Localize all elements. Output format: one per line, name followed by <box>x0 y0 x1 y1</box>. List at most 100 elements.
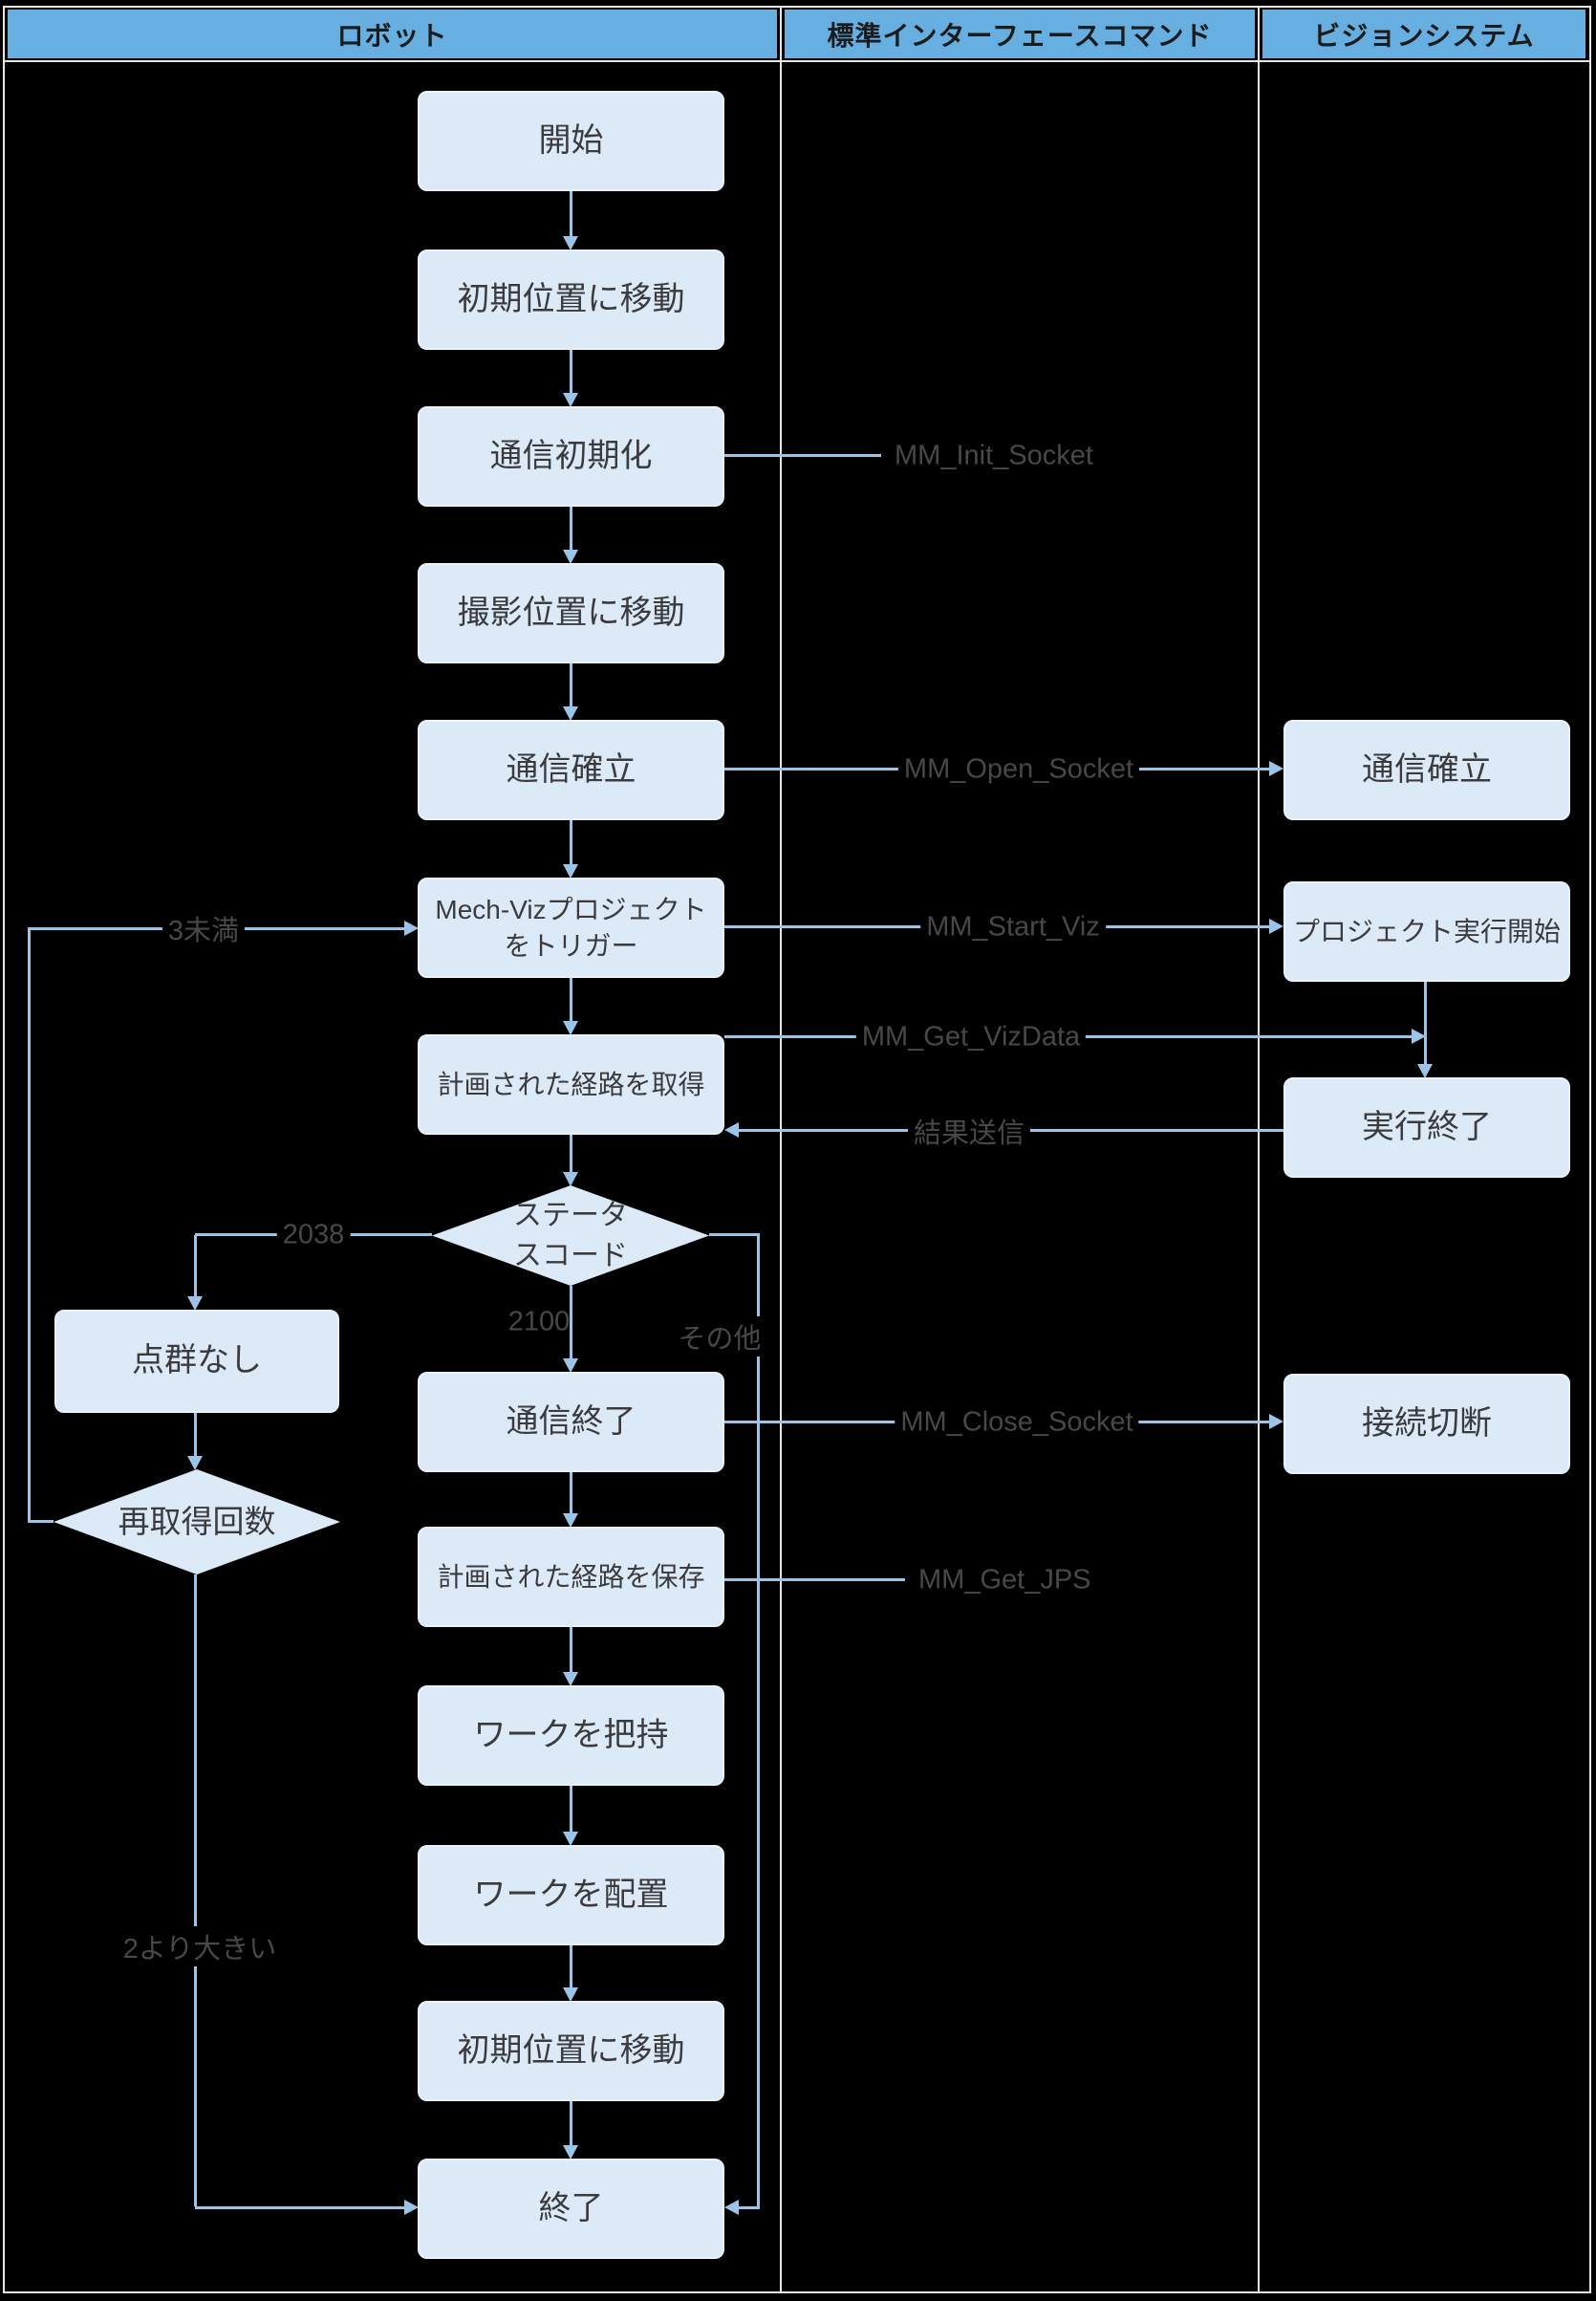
node-vision-execution-end-label: 実行終了 <box>1362 1108 1492 1145</box>
node-move-to-initial-position: 初期位置に移動 <box>418 250 724 350</box>
node-move-initial-label: 初期位置に移動 <box>457 280 685 317</box>
connector-other-to-end <box>738 2206 760 2209</box>
node-no-pointcloud: 点群なし <box>54 1310 339 1413</box>
node-status-label-line2: スコード <box>513 1239 628 1271</box>
node-vision-disconnect: 接続切断 <box>1283 1374 1570 1474</box>
node-trigger-mechviz-project: Mech-Vizプロジェクト をトリガー <box>418 878 724 978</box>
connector-loop-up <box>28 927 31 1522</box>
arrowhead-right-trigger <box>404 921 419 936</box>
node-grasp-workpiece: ワークを把持 <box>418 1685 724 1786</box>
node-close-communication: 通信終了 <box>418 1372 724 1472</box>
arrowhead-down-8 <box>563 1358 578 1373</box>
connector-retry-down <box>194 1574 197 2206</box>
connector-mm-get-jps <box>724 1578 905 1581</box>
connector-status-other-horizontal <box>709 1233 760 1236</box>
node-move-to-capture-position: 撮影位置に移動 <box>418 563 724 663</box>
connector-projectstart-to-executionend <box>1424 982 1427 1064</box>
arrowhead-right-open-socket <box>1269 761 1283 776</box>
connector-move2-to-end <box>570 2101 572 2145</box>
connector-other-down <box>757 1233 760 2206</box>
node-vision-establish-communication: 通信確立 <box>1283 720 1570 820</box>
connector-start-to-move <box>570 191 572 236</box>
node-end: 終了 <box>418 2159 724 2259</box>
connector-capture-to-establish <box>570 663 572 706</box>
arrowhead-left-send-result <box>724 1122 739 1138</box>
node-get-path-label: 計画された経路を取得 <box>437 1069 705 1099</box>
node-vision-project-start: プロジェクト実行開始 <box>1283 881 1570 982</box>
connector-move-to-initcomm <box>570 350 572 393</box>
lane-header-robot-label: ロボット <box>336 20 448 51</box>
arrowhead-down-12 <box>563 1987 578 2002</box>
connector-getpath-to-status <box>570 1135 572 1172</box>
connector-retry-left <box>28 1520 54 1523</box>
node-save-path-label: 計画された経路を保存 <box>437 1561 705 1592</box>
node-retry-count-label: 再取得回数 <box>118 1503 276 1539</box>
arrowhead-down-9 <box>563 1513 578 1528</box>
connector-status-to-closecomm <box>570 1286 572 1358</box>
arrowhead-down-2 <box>563 393 578 407</box>
arrowhead-down-retry <box>187 1456 203 1470</box>
node-move-initial2-label: 初期位置に移動 <box>457 2031 685 2069</box>
edge-label-mm-get-jps: MM_Get_JPS <box>913 1564 1097 1596</box>
node-init-communication: 通信初期化 <box>418 406 724 507</box>
node-grasp-label: ワークを把持 <box>473 1716 669 1753</box>
connector-retry-to-end <box>195 2206 404 2209</box>
node-establish-communication: 通信確立 <box>418 720 724 820</box>
edge-label-mm-init-socket: MM_Init_Socket <box>889 440 1099 472</box>
node-vision-execution-end: 実行終了 <box>1283 1077 1570 1178</box>
lane-header-vision-system: ビジョンシステム <box>1262 10 1585 58</box>
arrowhead-down-13 <box>563 2145 578 2160</box>
node-status-label-line1: ステータ <box>513 1199 628 1231</box>
edge-label-send-result: 結果送信 <box>907 1111 1031 1151</box>
connector-grasp-to-place <box>570 1786 572 1832</box>
node-vision-establish-label: 通信確立 <box>1362 750 1492 788</box>
edge-label-mm-open-socket: MM_Open_Socket <box>897 753 1140 786</box>
edge-label-less-than-3: 3未満 <box>162 908 246 948</box>
arrowhead-right-close-socket <box>1269 1414 1283 1429</box>
node-close-comm-label: 通信終了 <box>506 1402 636 1440</box>
lane-header-robot: ロボット <box>8 10 777 58</box>
node-establish-comm-label: 通信確立 <box>506 750 636 788</box>
arrowhead-right-end <box>404 2200 419 2215</box>
arrowhead-down-11 <box>563 1832 578 1846</box>
connector-pointcloud-to-retry <box>194 1413 197 1456</box>
arrowhead-right-get-vizdata <box>1412 1029 1426 1044</box>
node-start: 開始 <box>418 91 724 191</box>
node-trigger-label-line1: Mech-Vizプロジェクト <box>435 894 707 924</box>
node-place-workpiece: ワークを配置 <box>418 1845 724 1945</box>
connector-place-to-move2 <box>570 1945 572 1987</box>
connector-mm-init-socket <box>724 454 881 457</box>
arrowhead-down-6 <box>563 1021 578 1035</box>
connector-closecomm-to-savepath <box>570 1472 572 1513</box>
arrowhead-down-vision <box>1417 1064 1433 1078</box>
arrowhead-down-pointcloud <box>187 1296 203 1311</box>
node-init-comm-label: 通信初期化 <box>489 437 653 474</box>
outer-frame <box>3 6 1591 2293</box>
edge-label-2100: 2100 <box>507 1306 571 1337</box>
connector-establish-to-trigger <box>570 820 572 864</box>
edge-label-greater-than-2: 2より大きい <box>117 1926 283 1966</box>
header-underline <box>3 60 1591 62</box>
connector-trigger-to-getpath <box>570 978 572 1021</box>
edge-label-other: その他 <box>672 1316 767 1357</box>
arrowhead-down-7 <box>563 1172 578 1186</box>
node-start-label: 開始 <box>538 121 604 159</box>
node-save-planned-path: 計画された経路を保存 <box>418 1527 724 1627</box>
connector-initcomm-to-capture <box>570 507 572 550</box>
arrowhead-right-start-viz <box>1269 919 1283 934</box>
node-place-label: ワークを配置 <box>473 1876 669 1913</box>
lane-divider-2 <box>1258 6 1260 2293</box>
node-vision-disconnect-label: 接続切断 <box>1362 1404 1492 1442</box>
arrowhead-down-1 <box>563 236 578 250</box>
node-end-label: 終了 <box>538 2189 604 2226</box>
node-move-capture-label: 撮影位置に移動 <box>457 594 685 631</box>
connector-savepath-to-grasp <box>570 1627 572 1672</box>
edge-label-2038: 2038 <box>276 1219 351 1251</box>
lane-header-vision-system-label: ビジョンシステム <box>1313 20 1535 51</box>
node-vision-project-start-label: プロジェクト実行開始 <box>1292 916 1561 946</box>
edge-label-mm-get-vizdata: MM_Get_VizData <box>855 1021 1087 1053</box>
node-get-planned-path: 計画された経路を取得 <box>418 1034 724 1135</box>
edge-label-mm-close-socket: MM_Close_Socket <box>895 1406 1139 1439</box>
lane-header-interface-commands-label: 標準インターフェースコマンド <box>827 20 1213 51</box>
